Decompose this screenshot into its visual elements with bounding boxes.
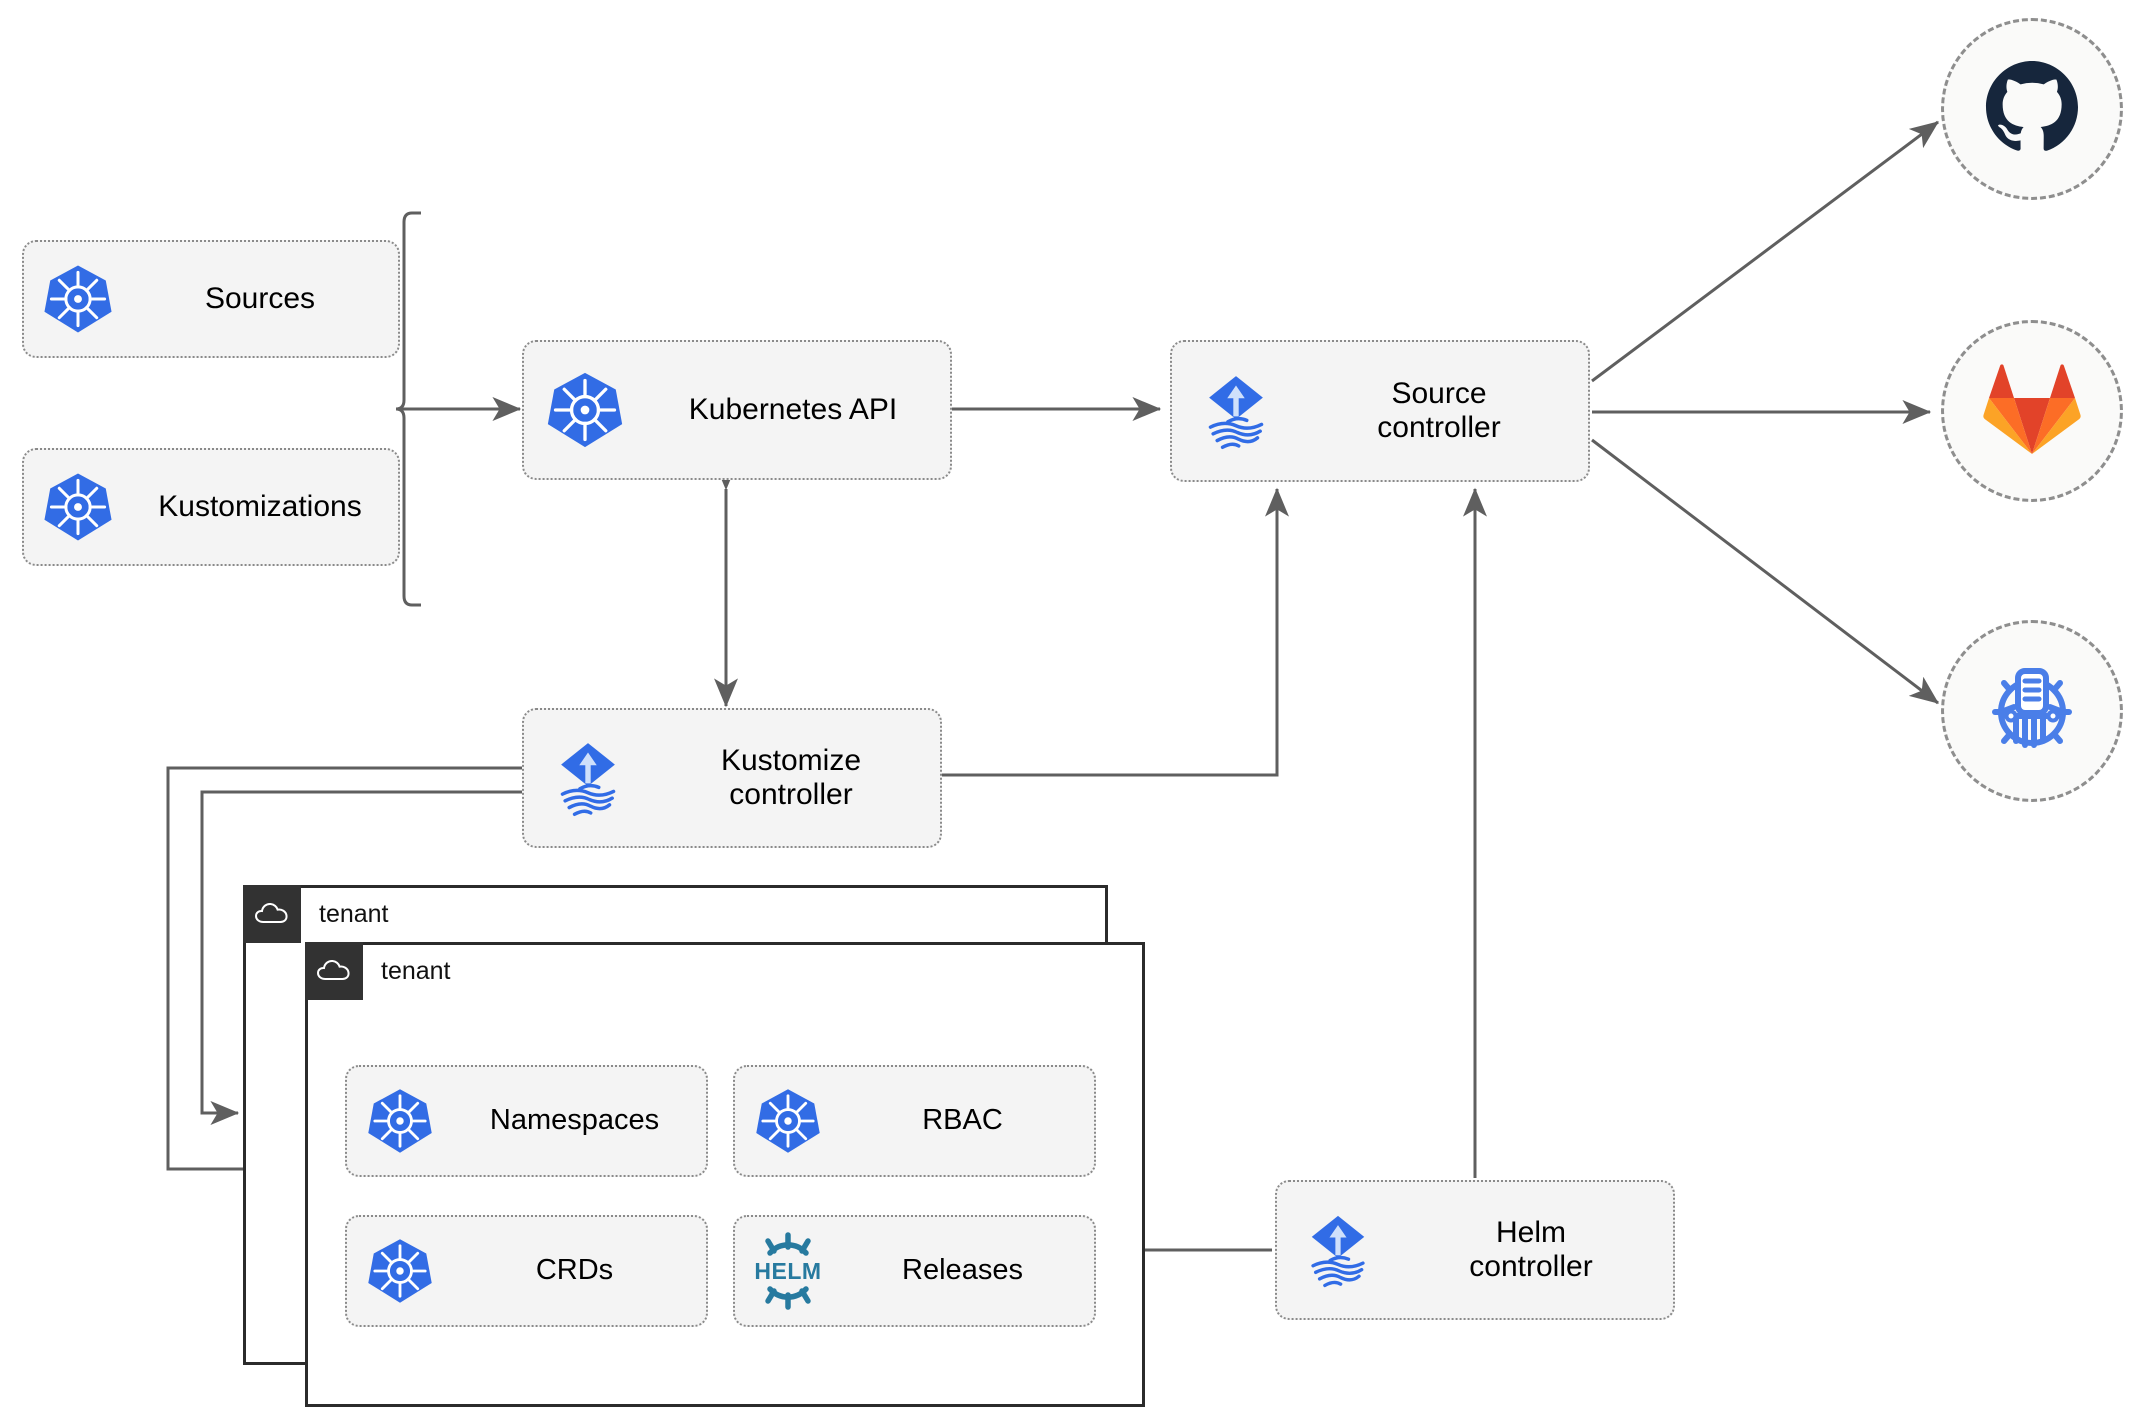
- node-label: Namespaces: [489, 1104, 660, 1137]
- flux-icon: [1277, 1208, 1399, 1292]
- node-helm-controller[interactable]: Helm controller: [1275, 1180, 1675, 1320]
- node-crds[interactable]: CRDs: [345, 1215, 708, 1327]
- tenant-titlebar: tenant: [305, 942, 451, 1000]
- kubernetes-icon: [524, 369, 646, 451]
- node-kustomizations[interactable]: Kustomizations: [22, 448, 400, 566]
- helm-wordmark: HELM: [754, 1257, 822, 1284]
- tenant-label: tenant: [363, 956, 451, 986]
- tenant-window-inner[interactable]: tenant Namespaces: [305, 942, 1145, 1407]
- kubernetes-icon: [735, 1086, 841, 1156]
- cloud-icon: [305, 942, 363, 1000]
- node-label: Kustomize controller: [720, 743, 862, 812]
- helm-repository-icon: [1980, 657, 2084, 766]
- kubernetes-icon: [347, 1086, 453, 1156]
- node-label: RBAC: [922, 1104, 1003, 1137]
- tenant-label: tenant: [301, 899, 389, 929]
- node-label: Sources: [204, 281, 316, 315]
- node-label: Helm controller: [1469, 1215, 1593, 1284]
- kubernetes-icon: [347, 1236, 453, 1306]
- node-label: Kustomizations: [158, 489, 362, 523]
- helm-icon: HELM: [735, 1231, 841, 1311]
- node-sources[interactable]: Sources: [22, 240, 400, 358]
- node-rbac[interactable]: RBAC: [733, 1065, 1096, 1177]
- node-label: Source controller: [1377, 376, 1501, 445]
- node-label: Releases: [902, 1254, 1023, 1287]
- node-namespaces[interactable]: Namespaces: [345, 1065, 708, 1177]
- node-label: CRDs: [535, 1254, 614, 1287]
- provider-github[interactable]: [1941, 18, 2123, 200]
- node-label: Kubernetes API: [688, 392, 898, 426]
- flux-icon: [1172, 368, 1300, 454]
- node-source-controller[interactable]: Source controller: [1170, 340, 1590, 482]
- tenant-titlebar: tenant: [243, 885, 389, 943]
- kubernetes-icon: [24, 470, 132, 544]
- gitlab-icon: [1982, 362, 2082, 461]
- node-kubernetes-api[interactable]: Kubernetes API: [522, 340, 952, 480]
- cloud-icon: [243, 885, 301, 943]
- flux-icon: [524, 735, 652, 821]
- github-icon: [1984, 59, 2080, 160]
- node-releases[interactable]: HELM Releases: [733, 1215, 1096, 1327]
- provider-gitlab[interactable]: [1941, 320, 2123, 502]
- node-kustomize-controller[interactable]: Kustomize controller: [522, 708, 942, 848]
- provider-helm-repository[interactable]: [1941, 620, 2123, 802]
- kubernetes-icon: [24, 262, 132, 336]
